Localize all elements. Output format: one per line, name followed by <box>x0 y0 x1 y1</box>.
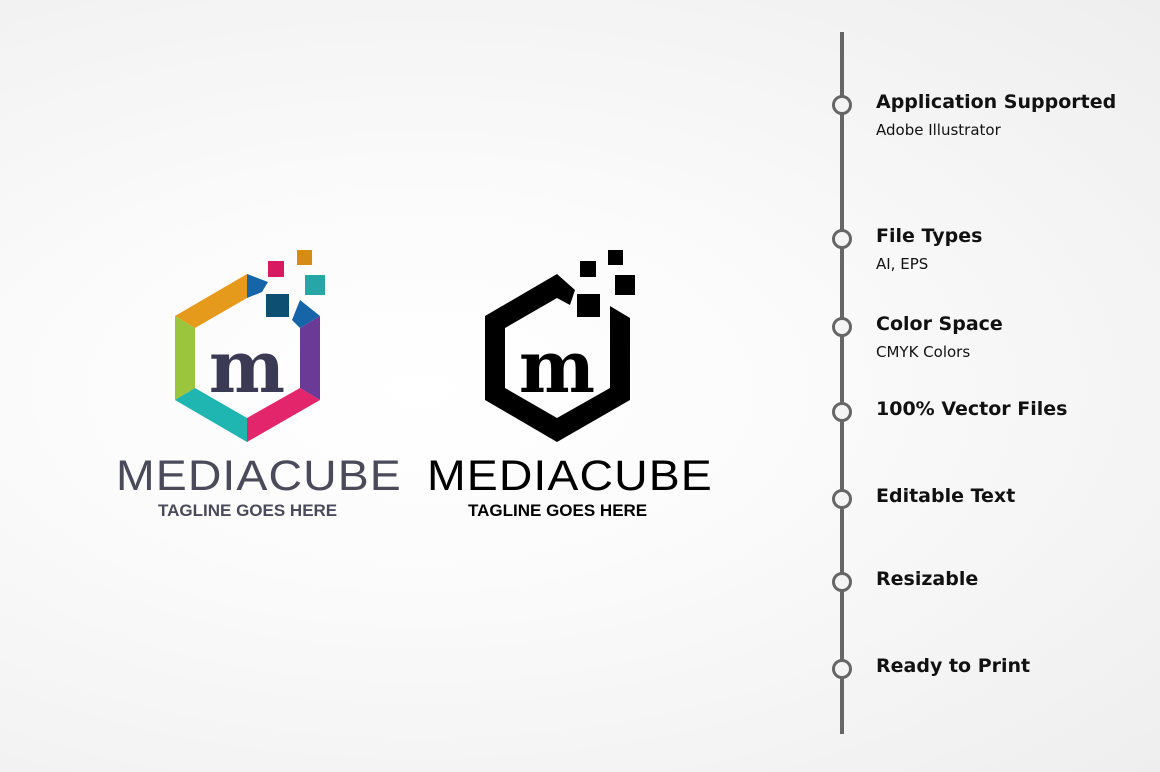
feature-title: Resizable <box>876 568 979 590</box>
feature-subtitle: CMYK Colors <box>876 343 971 361</box>
black-logo-name: MEDIACUBE <box>427 452 713 500</box>
feature-title: Ready to Print <box>876 655 1031 677</box>
feature-vector: 100% Vector Files <box>876 398 1067 420</box>
timeline-dot-icon <box>832 572 852 592</box>
feature-title: File Types <box>876 225 983 247</box>
timeline-dot-icon <box>832 229 852 249</box>
feature-title: Color Space <box>876 313 1003 335</box>
feature-color-space: Color Space CMYK Colors <box>876 313 1003 361</box>
color-logo-name: MEDIACUBE <box>116 452 402 500</box>
black-logo-mark: m <box>485 250 635 442</box>
timeline-dot-icon <box>832 659 852 679</box>
feature-resizable: Resizable <box>876 568 978 590</box>
feature-file-types: File Types AI, EPS <box>876 225 982 273</box>
feature-title: Application Supported <box>876 91 1117 113</box>
feature-title: Editable Text <box>876 485 1016 507</box>
timeline-dot-icon <box>832 317 852 337</box>
black-logo-tagline: TAGLINE GOES HERE <box>468 501 648 520</box>
feature-application: Application Supported Adobe Illustrator <box>876 91 1116 139</box>
logo-letter: m <box>209 324 285 409</box>
feature-title: 100% Vector Files <box>876 398 1068 420</box>
color-logo-tagline: TAGLINE GOES HERE <box>158 501 338 520</box>
timeline-dot-icon <box>832 402 852 422</box>
feature-print: Ready to Print <box>876 655 1030 677</box>
feature-subtitle: AI, EPS <box>876 255 929 273</box>
timeline-dot-icon <box>832 489 852 509</box>
feature-subtitle: Adobe Illustrator <box>876 121 1001 139</box>
timeline-dot-icon <box>832 95 852 115</box>
timeline-line <box>840 32 844 734</box>
logo-letter: m <box>519 324 595 409</box>
feature-editable: Editable Text <box>876 485 1015 507</box>
color-logo-mark: m <box>175 250 325 442</box>
